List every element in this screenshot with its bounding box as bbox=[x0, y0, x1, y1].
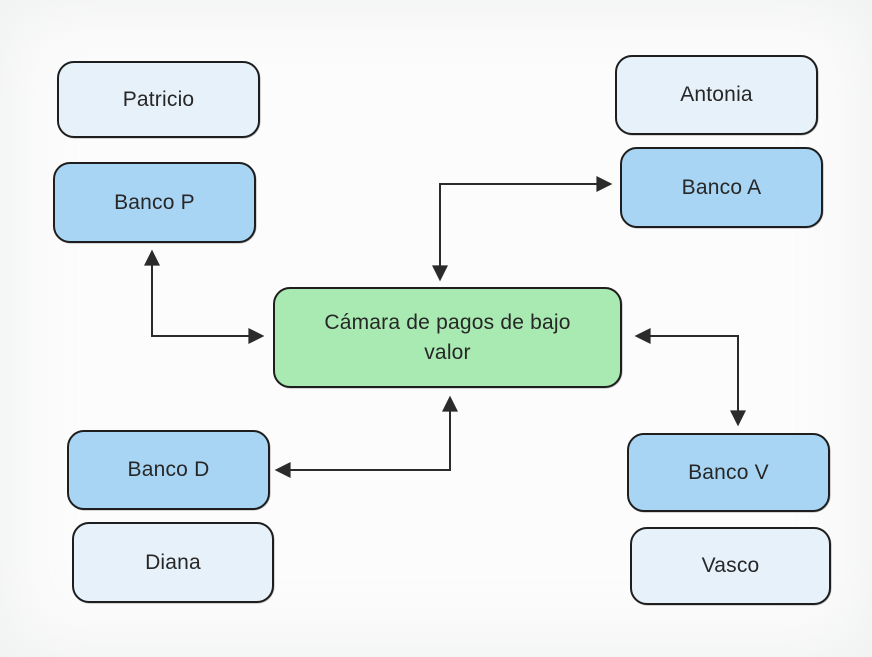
node-patricio-label: Patricio bbox=[122, 87, 195, 111]
node-banco-d-label: Banco D bbox=[127, 458, 210, 481]
node-banco-d: Banco D bbox=[67, 430, 270, 510]
node-vasco: Vasco bbox=[630, 527, 831, 605]
connector-camara-banco-v bbox=[634, 328, 746, 427]
node-patricio: Patricio bbox=[57, 61, 260, 138]
node-diana: Diana bbox=[72, 522, 274, 603]
node-vasco-label: Vasco bbox=[701, 554, 760, 577]
node-banco-p-label: Banco P bbox=[114, 190, 195, 214]
node-banco-v: Banco V bbox=[627, 433, 830, 512]
connector-camara-banco-a bbox=[432, 176, 613, 282]
node-diana-label: Diana bbox=[145, 550, 201, 574]
node-banco-p: Banco P bbox=[53, 162, 256, 243]
node-banco-v-label: Banco V bbox=[688, 460, 769, 484]
node-banco-a-label: Banco A bbox=[681, 175, 762, 199]
node-camara-label: Cámara de pagos de bajo valor bbox=[324, 310, 571, 364]
node-camara-de-pagos: Cámara de pagos de bajo valor bbox=[273, 287, 622, 388]
node-antonia-label: Antonia bbox=[680, 83, 753, 106]
node-antonia: Antonia bbox=[615, 55, 818, 135]
connector-camara-banco-p bbox=[144, 249, 265, 344]
connector-camara-banco-d bbox=[274, 395, 458, 478]
node-banco-a: Banco A bbox=[620, 147, 823, 228]
